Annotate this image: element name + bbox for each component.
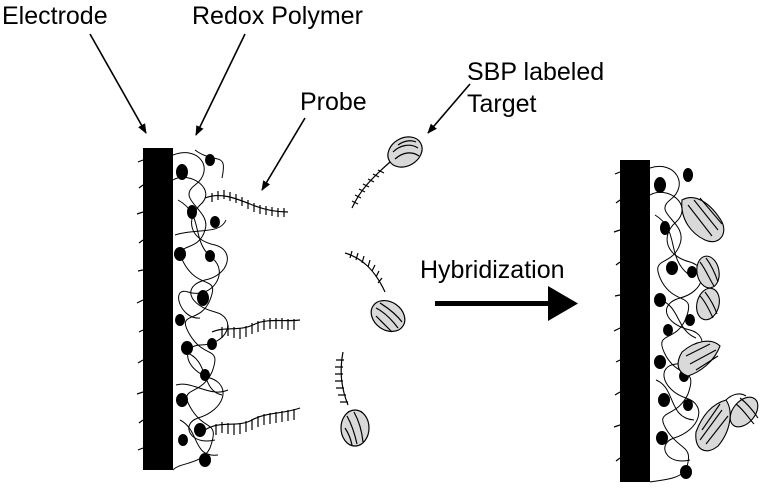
right-electrode-bar	[620, 160, 650, 482]
redox-polymer-pointer	[195, 33, 246, 136]
left-probe-middle	[211, 318, 301, 339]
target-3	[335, 351, 370, 447]
target-label-line1: SBP labeled	[467, 58, 604, 86]
probe-label: Probe	[300, 88, 367, 116]
redox-polymer-label: Redox Polymer	[192, 2, 363, 30]
electrode-label: Electrode	[2, 2, 108, 30]
hybridization-label: Hybridization	[420, 256, 565, 284]
target-pointer	[427, 83, 471, 134]
left-electrode-bar	[143, 148, 173, 470]
left-redox-beads	[174, 154, 220, 467]
target-2	[344, 250, 406, 333]
target-1	[351, 136, 423, 209]
right-redox-polymer	[649, 165, 703, 483]
right-electrode-assembly	[613, 160, 759, 483]
left-electrode-assembly	[136, 148, 301, 471]
right-redox-beads	[654, 168, 697, 479]
electrode-pointer	[89, 33, 147, 134]
pointer-arrows	[89, 33, 471, 191]
left-probe-top	[204, 190, 289, 217]
left-probe-bottom	[204, 407, 301, 435]
hybridization-arrow	[435, 286, 578, 321]
target-label-line2: Target	[467, 90, 537, 118]
left-redox-polymer	[172, 149, 229, 471]
right-hybridized-duplexes	[677, 197, 759, 452]
probe-pointer	[261, 117, 306, 191]
